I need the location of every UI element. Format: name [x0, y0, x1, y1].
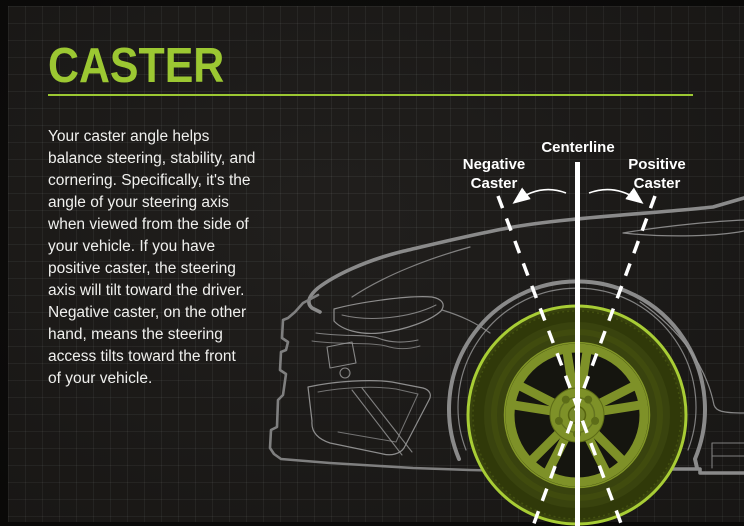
negative-caster-dashed-line — [496, 195, 624, 526]
page-title: CASTER — [48, 39, 225, 93]
negative-caster-arrow-icon — [512, 187, 567, 204]
centerline-line — [575, 162, 580, 526]
grid-background — [8, 6, 744, 522]
intro-paragraph: Your caster angle helps balance steering… — [48, 128, 256, 387]
positive-caster-label: Positive Caster — [628, 156, 686, 192]
negative-caster-label: Negative Caster — [462, 156, 526, 192]
guide-lines — [496, 162, 657, 526]
positive-caster-arrow-icon — [588, 187, 644, 204]
centerline-label: Centerline — [541, 139, 615, 156]
title-underline — [48, 94, 693, 96]
spokes — [507, 345, 647, 479]
car-outline — [268, 196, 744, 480]
positive-caster-dashed-line — [531, 195, 657, 526]
